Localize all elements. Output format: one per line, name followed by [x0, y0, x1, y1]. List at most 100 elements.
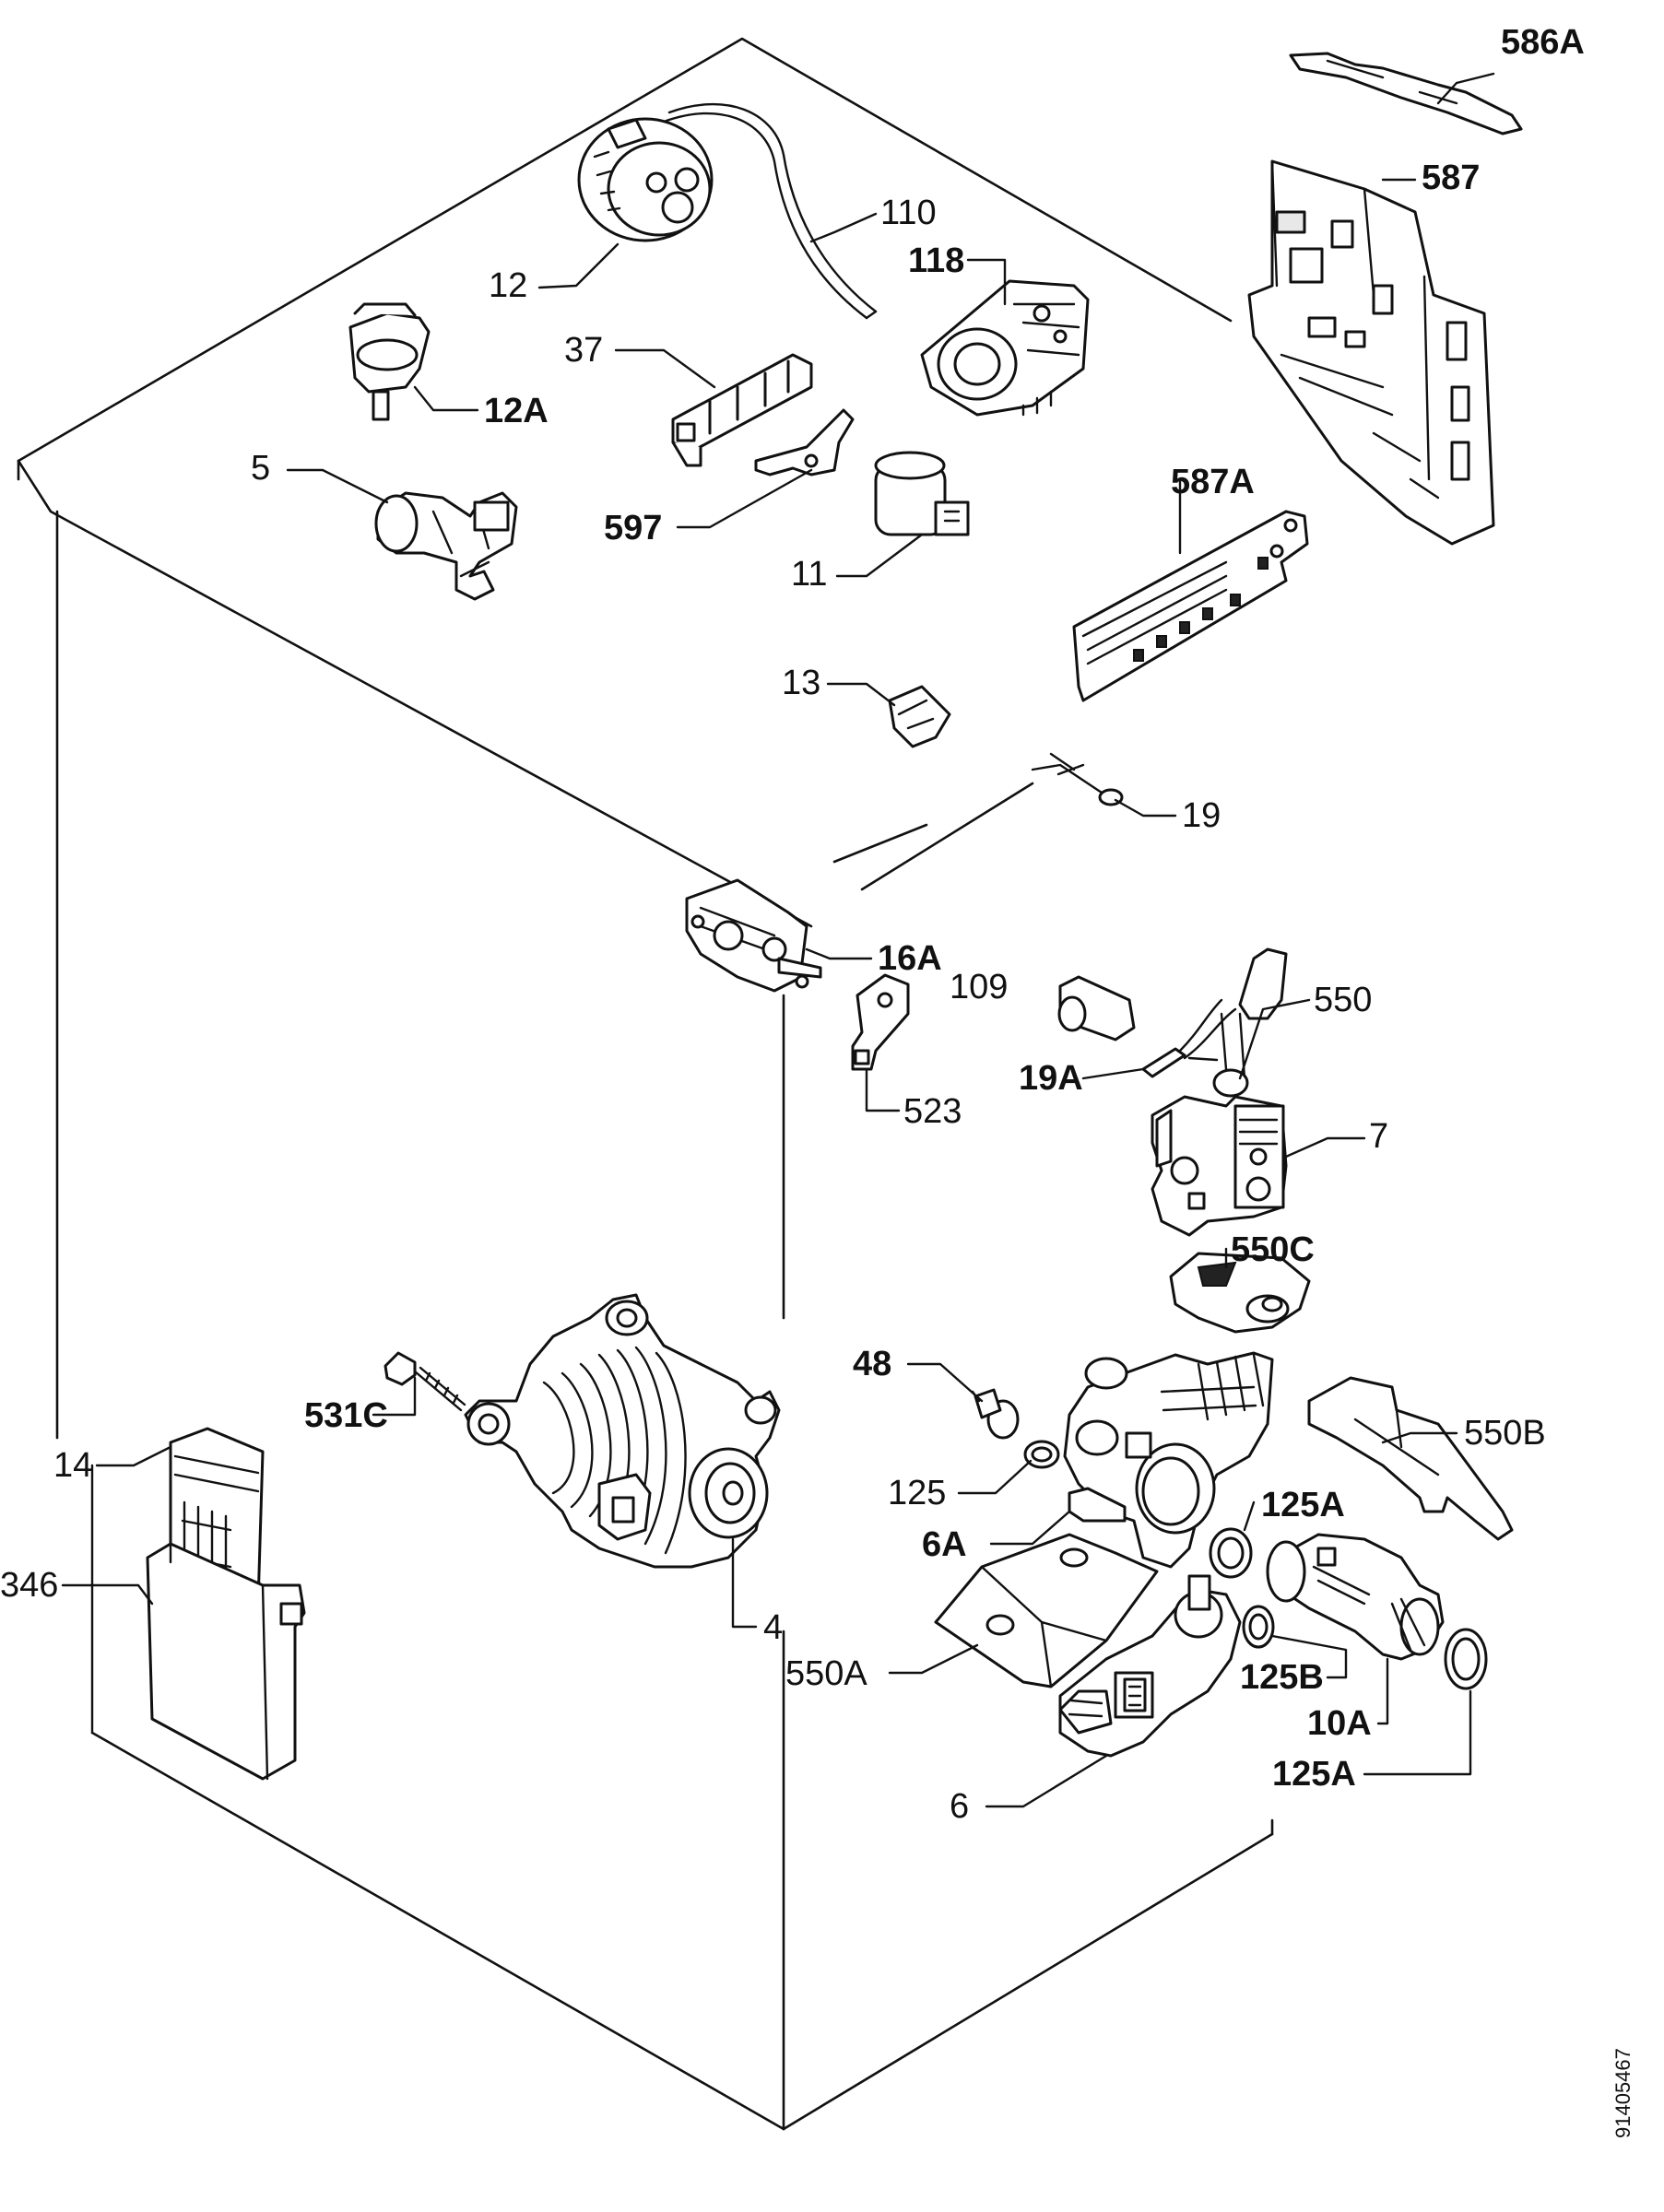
- leader-125: [957, 1459, 1033, 1495]
- part-7-module: [1151, 1095, 1288, 1237]
- part-16a-door-lock: [685, 878, 822, 993]
- part-597-clip: [754, 408, 855, 477]
- part-37-terminal-block: [671, 353, 813, 467]
- part-pump-housing: [1063, 1351, 1274, 1569]
- label-125a-lower: 125A: [1272, 1755, 1356, 1794]
- label-125: 125: [888, 1474, 946, 1512]
- leader-14: [95, 1445, 172, 1467]
- part-531c-screw: [384, 1351, 466, 1412]
- leader-586a: [1436, 72, 1495, 105]
- leader-110: [809, 212, 878, 243]
- label-587: 587: [1422, 159, 1480, 197]
- label-12: 12: [489, 266, 527, 305]
- label-19a: 19A: [1019, 1059, 1083, 1098]
- leader-125a-lower: [1363, 1689, 1472, 1776]
- label-14: 14: [53, 1446, 92, 1485]
- part-12-pressure-switch: [577, 117, 714, 242]
- label-531c: 531C: [304, 1396, 388, 1435]
- label-6: 6: [950, 1787, 969, 1826]
- part-labels: 586A 587 110 12 118 37 12A 5 597 587A 11…: [0, 23, 1585, 1826]
- part-346-dispenser-box: [146, 1542, 306, 1781]
- label-597: 597: [604, 509, 662, 547]
- leader-16a: [805, 947, 873, 960]
- label-37: 37: [564, 331, 603, 370]
- part-125a-lower-ring: [1444, 1628, 1488, 1690]
- label-16a: 16A: [878, 939, 942, 978]
- part-550c-cover: [1169, 1252, 1311, 1334]
- part-586a-bracket: [1289, 52, 1523, 135]
- label-586a: 586A: [1501, 23, 1585, 62]
- part-109-cap: [1057, 975, 1136, 1041]
- part-125-seal: [1023, 1440, 1060, 1469]
- label-13: 13: [782, 664, 820, 702]
- part-550-harness: [1212, 947, 1288, 1098]
- part-587-panel-frame: [1247, 159, 1495, 546]
- label-11: 11: [791, 555, 827, 594]
- part-19a-sensor: [1141, 998, 1237, 1078]
- leader-10a: [1376, 1657, 1389, 1725]
- leader-6a: [989, 1510, 1071, 1546]
- part-11-capacitor: [874, 451, 970, 536]
- leader-550b: [1381, 1431, 1458, 1444]
- label-523: 523: [903, 1092, 962, 1131]
- leader-48: [906, 1362, 984, 1403]
- label-550a: 550A: [785, 1654, 867, 1693]
- label-110: 110: [880, 194, 937, 232]
- part-550b-bracket: [1307, 1376, 1514, 1541]
- leader-11: [835, 533, 924, 578]
- label-5: 5: [251, 449, 270, 488]
- leader-12: [537, 242, 620, 289]
- leader-19a: [1081, 1067, 1145, 1080]
- part-19-sensor: [1031, 752, 1124, 806]
- leader-550: [1238, 998, 1311, 1080]
- label-6a: 6A: [922, 1525, 967, 1564]
- leader-346: [61, 1583, 154, 1606]
- label-48: 48: [853, 1345, 891, 1383]
- leader-550a: [888, 1643, 979, 1675]
- label-587a: 587A: [1171, 463, 1255, 501]
- leader-12a: [413, 385, 479, 412]
- leader-531c: [372, 1376, 417, 1417]
- leader-523: [865, 1067, 901, 1112]
- leader-125a-upper: [1243, 1500, 1256, 1532]
- leader-597: [676, 468, 813, 529]
- label-4: 4: [763, 1608, 783, 1647]
- part-125b-ring: [1242, 1605, 1275, 1649]
- part-550a-cover-plate: [934, 1533, 1159, 1688]
- label-19: 19: [1182, 796, 1221, 835]
- label-550c: 550C: [1231, 1230, 1315, 1269]
- label-550: 550: [1314, 981, 1372, 1019]
- leader-4: [731, 1537, 758, 1629]
- part-4-motor: [464, 1293, 781, 1569]
- part-13-connector: [888, 685, 951, 748]
- part-523-plate: [851, 973, 910, 1071]
- label-346: 346: [0, 1566, 58, 1605]
- label-125a-upper: 125A: [1261, 1486, 1345, 1524]
- label-7: 7: [1369, 1117, 1388, 1156]
- label-550b: 550B: [1464, 1414, 1546, 1453]
- part-5-inlet-valve: [374, 491, 518, 601]
- leader-6: [985, 1754, 1108, 1808]
- leader-5: [286, 468, 389, 504]
- cabinet-outline: [17, 37, 1274, 2131]
- part-118-timer: [920, 279, 1090, 417]
- label-12a: 12A: [484, 392, 549, 430]
- leader-118: [966, 258, 1007, 306]
- part-110-hose: [662, 102, 878, 320]
- part-587a-circuit-board: [1072, 510, 1309, 702]
- leader-lines: [61, 72, 1495, 1808]
- label-118: 118: [908, 241, 964, 280]
- document-number: 91405467: [1611, 2048, 1634, 2138]
- part-48-sensor: [971, 1388, 1020, 1440]
- leader-19: [1114, 798, 1177, 818]
- leader-13: [826, 682, 896, 707]
- leader-37: [614, 348, 716, 389]
- label-125b: 125B: [1240, 1658, 1324, 1697]
- label-109: 109: [950, 968, 1008, 1006]
- leader-125b: [1270, 1634, 1348, 1679]
- part-125a-upper-ring: [1209, 1527, 1253, 1579]
- part-12a-sensor: [348, 302, 431, 421]
- label-10a: 10A: [1307, 1704, 1372, 1743]
- part-6-drain-pump: [1058, 1574, 1242, 1758]
